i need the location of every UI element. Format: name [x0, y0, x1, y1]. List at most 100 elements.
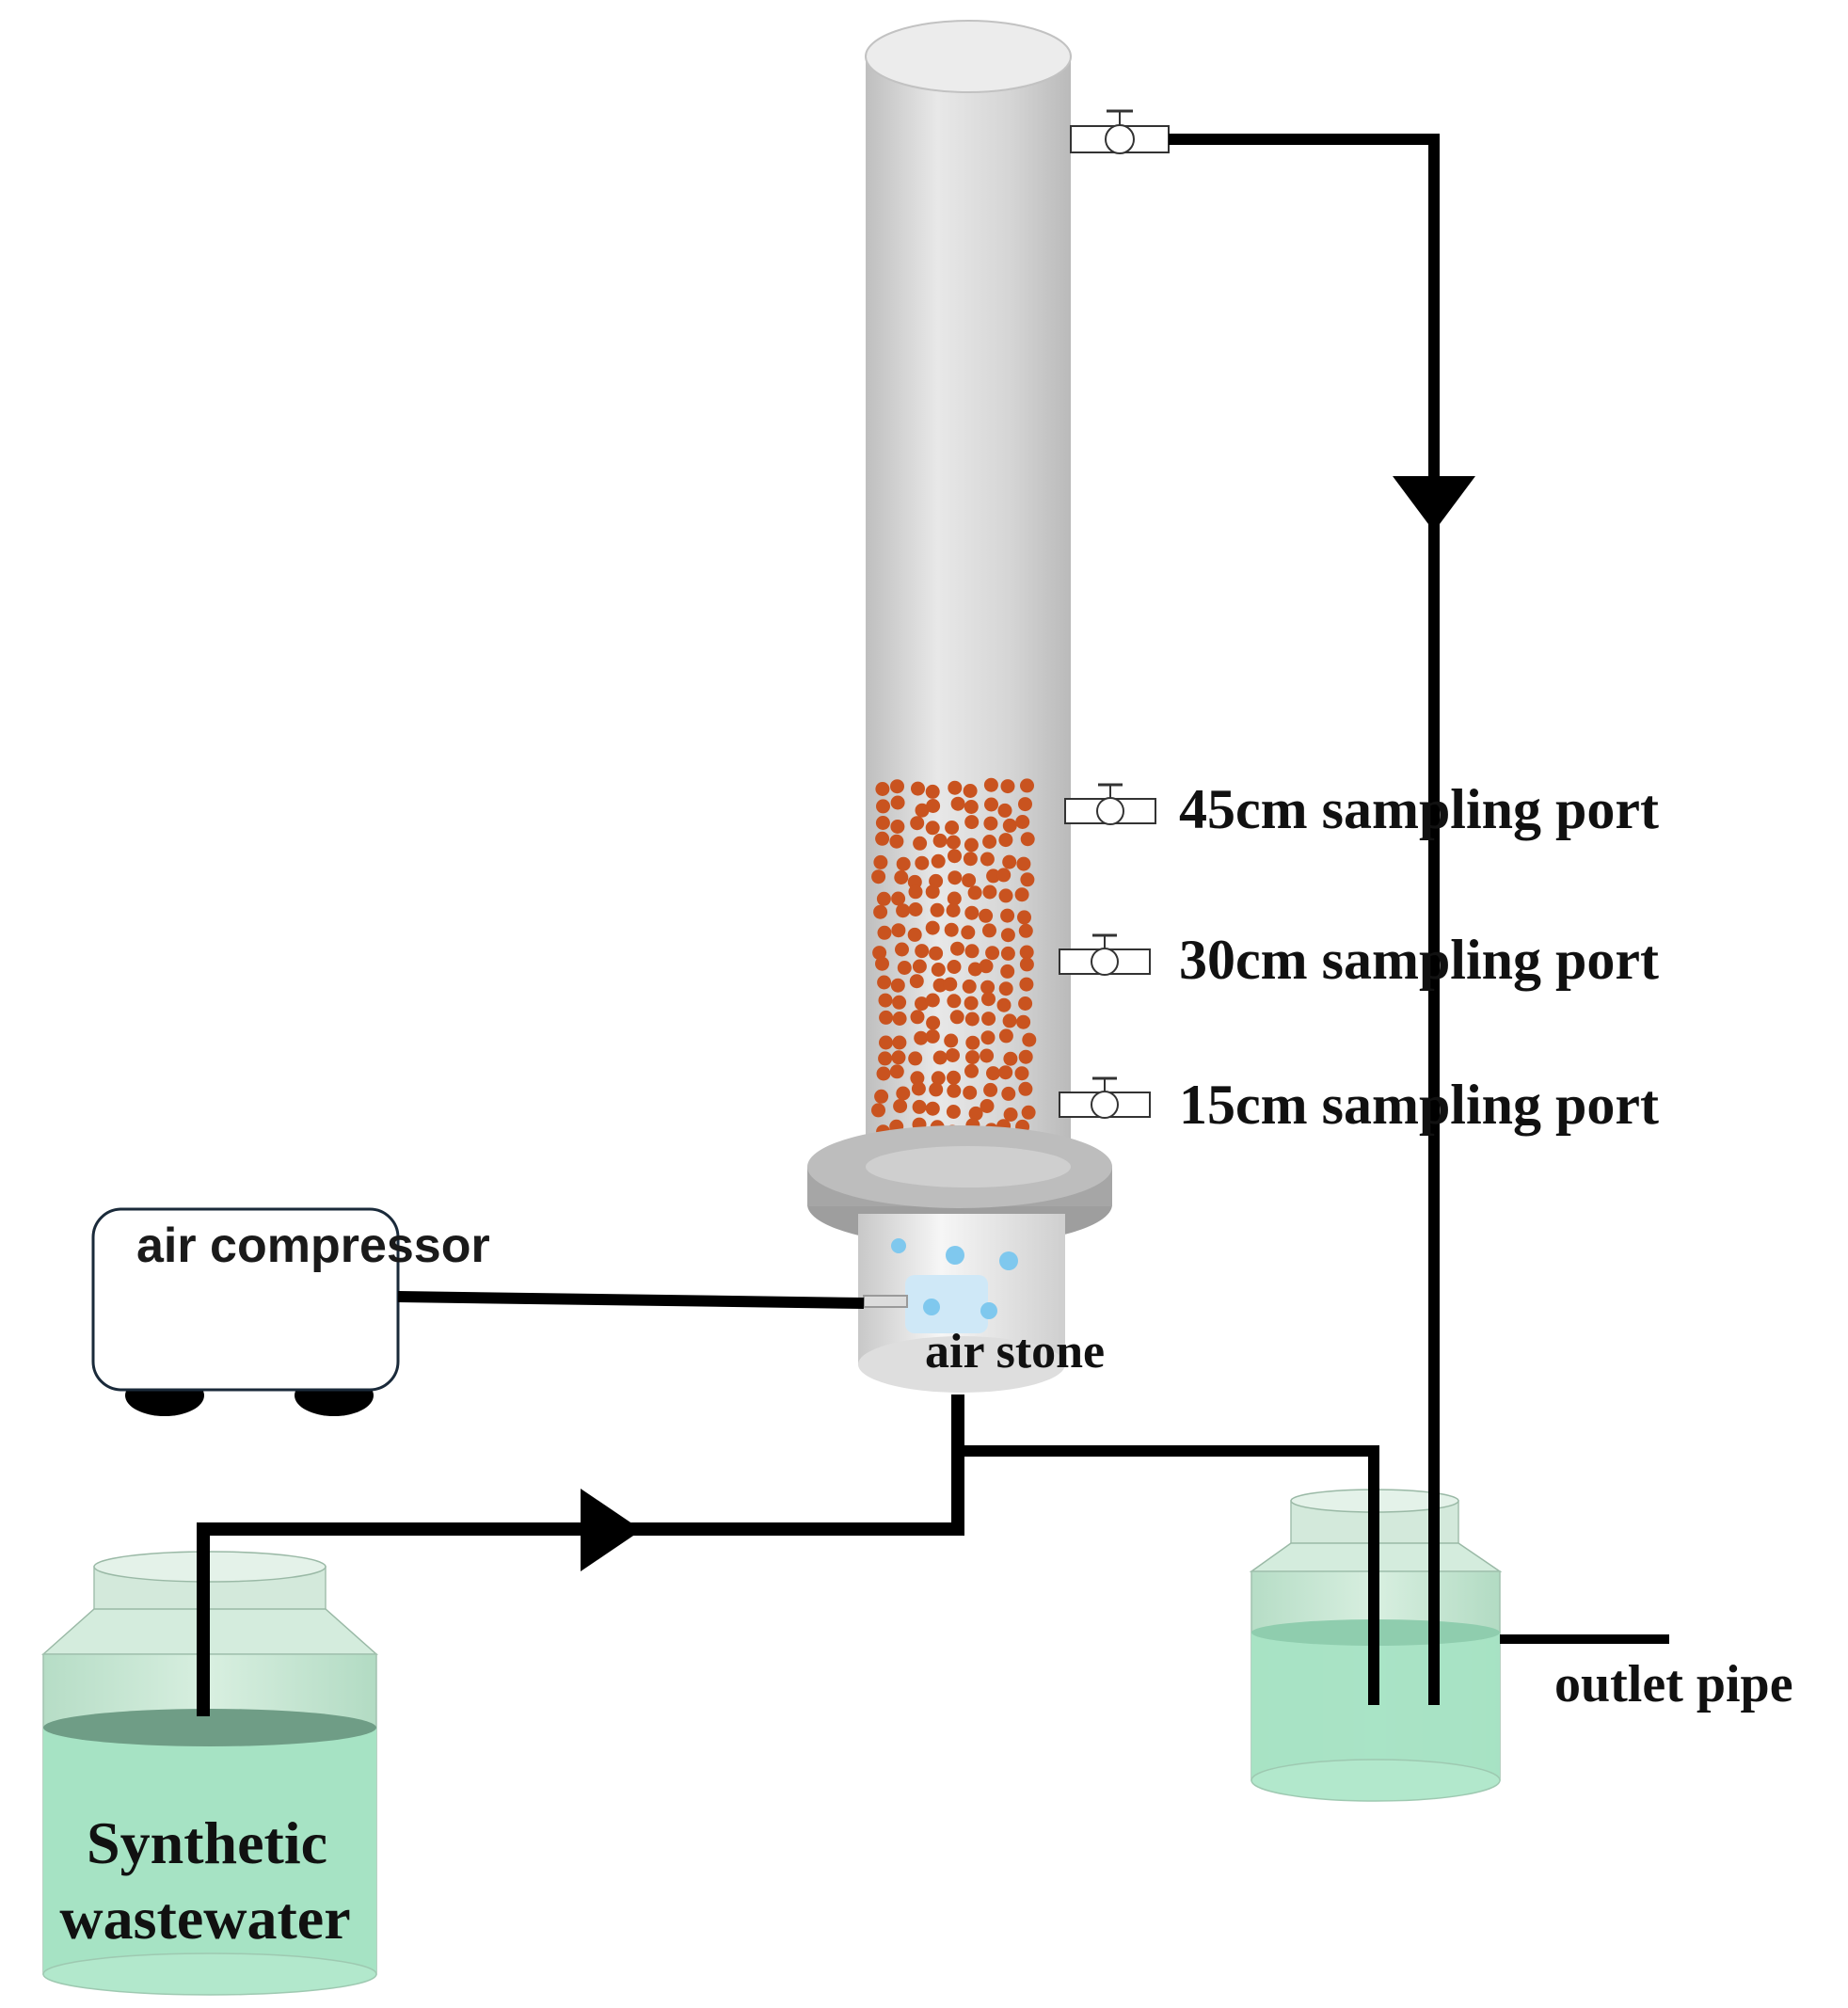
- media-particle: [909, 974, 924, 989]
- media-particle: [986, 869, 1001, 884]
- recycle-pipe: [958, 1445, 1379, 1705]
- media-particle: [1020, 778, 1034, 793]
- media-particle: [929, 873, 944, 888]
- triangle-arrow-icon: [1393, 476, 1475, 532]
- media-particle: [875, 782, 890, 796]
- media-particle: [931, 853, 946, 869]
- media-particle: [947, 891, 962, 906]
- media-particle: [929, 1082, 944, 1097]
- media-particle: [893, 1099, 908, 1113]
- media-particle: [913, 836, 928, 851]
- media-particle: [910, 1010, 925, 1025]
- media-particle: [947, 960, 962, 974]
- media-particle: [948, 870, 963, 885]
- media-particle: [980, 1030, 996, 1045]
- media-particle: [915, 996, 929, 1012]
- media-particle: [979, 959, 994, 974]
- media-particle: [908, 884, 923, 900]
- media-particle: [1018, 923, 1033, 938]
- reactor-column: [865, 20, 1072, 1200]
- media-particle: [945, 821, 960, 835]
- media-particle: [912, 1099, 927, 1114]
- media-particle: [1003, 1051, 1018, 1066]
- media-particle: [946, 1105, 961, 1119]
- media-particle: [897, 961, 912, 975]
- media-particle: [1000, 946, 1015, 961]
- media-particle: [915, 944, 930, 959]
- media-particle: [998, 1028, 1013, 1044]
- media-particle: [929, 946, 944, 961]
- media-particle: [931, 963, 946, 977]
- media-particle: [891, 923, 906, 938]
- media-particle: [896, 1086, 911, 1101]
- media-particle: [1019, 977, 1034, 992]
- media-particle: [892, 1012, 907, 1026]
- feed-tank-label-line2: wastewater: [59, 1885, 350, 1952]
- media-particle: [980, 1048, 995, 1063]
- media-particle: [968, 1106, 983, 1121]
- media-particle: [943, 977, 958, 992]
- air-bubble: [980, 1302, 997, 1319]
- media-particle: [890, 795, 905, 810]
- media-particle: [925, 920, 940, 935]
- media-particle: [894, 870, 909, 884]
- media-particle: [873, 854, 888, 869]
- media-particle: [871, 1103, 885, 1118]
- media-particle: [946, 903, 961, 917]
- media-particle: [963, 852, 978, 867]
- media-particle: [889, 1064, 904, 1079]
- media-particle: [876, 799, 890, 814]
- air-bubble: [891, 1238, 906, 1253]
- air-stone-label: air stone: [925, 1325, 1105, 1379]
- media-particle: [998, 888, 1013, 903]
- media-particle: [946, 1048, 960, 1062]
- air-bubble: [923, 1299, 940, 1315]
- feed-tank-label-line1: Synthetic: [87, 1809, 327, 1876]
- media-particle: [982, 835, 997, 849]
- media-particle: [996, 997, 1012, 1012]
- triangle-arrow-icon: [581, 1489, 642, 1571]
- media-particle: [947, 1070, 961, 1085]
- media-particle: [964, 815, 980, 830]
- media-particle: [1018, 797, 1032, 812]
- media-particle: [877, 975, 892, 990]
- air-bubble: [999, 1251, 1018, 1270]
- media-particle: [1002, 818, 1017, 833]
- media-particle: [963, 784, 978, 798]
- media-particle: [911, 1081, 926, 1096]
- media-particle: [985, 946, 1000, 961]
- valve-icon: [1070, 109, 1170, 154]
- media-particle: [981, 1012, 996, 1027]
- media-particle: [925, 1101, 940, 1116]
- media-particle: [932, 833, 948, 848]
- media-particle: [983, 816, 998, 831]
- media-particle: [1001, 1086, 1016, 1101]
- media-particle: [876, 1066, 891, 1081]
- column-body: [866, 56, 1071, 1200]
- sampling-port-45-label: 45cm sampling port: [1179, 778, 1659, 840]
- media-particle: [875, 956, 889, 971]
- media-particle: [1021, 1105, 1036, 1120]
- media-particle: [964, 996, 979, 1011]
- air-compressor-label: air compressor: [136, 1219, 490, 1273]
- media-particle: [890, 820, 905, 834]
- media-particle: [1002, 854, 1017, 869]
- sampling-port-30-label: 30cm sampling port: [1179, 929, 1659, 991]
- media-particle: [895, 942, 909, 957]
- valve-icon: [1059, 933, 1151, 976]
- media-particle: [964, 905, 980, 920]
- media-particle: [1019, 957, 1034, 972]
- feed-tank: [41, 1551, 378, 1996]
- media-particle: [907, 927, 922, 942]
- media-particle: [1015, 815, 1030, 829]
- media-particles: [871, 777, 1037, 1174]
- media-particle: [964, 944, 980, 959]
- media-particle: [1020, 872, 1035, 887]
- media-particle: [896, 903, 911, 918]
- media-particle: [967, 962, 982, 977]
- media-particle: [1003, 1108, 1018, 1122]
- media-particle: [908, 902, 923, 916]
- media-particle: [925, 884, 940, 900]
- media-particle: [931, 1071, 946, 1086]
- air-bubbles: [891, 1238, 1018, 1319]
